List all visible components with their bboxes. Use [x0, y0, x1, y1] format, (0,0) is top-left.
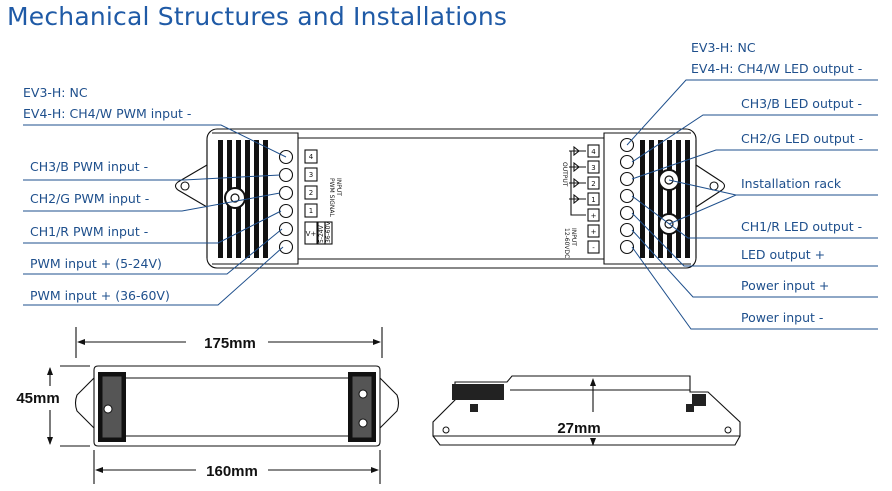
output-terminal-labels: 4 3 2 1 + + - — [569, 144, 600, 254]
dim-depth: 27mm — [557, 420, 600, 437]
input-caption: INPUT — [335, 178, 342, 196]
input-terminal-labels: 4 3 2 1 V+ 5-24V 36-60V — [304, 149, 333, 245]
output-terminal-4: 4 — [591, 148, 596, 156]
right-label-ev3h: EV3-H: NC — [691, 40, 756, 55]
input-terminal-1: 1 — [309, 207, 313, 215]
left-label-ch2: CH2/G PWM input - — [30, 191, 149, 206]
dim-inner-length: 160mm — [206, 463, 258, 480]
power-caption-range: 12-60VDC — [563, 228, 570, 258]
left-label-ch3: CH3/B PWM input - — [30, 159, 148, 174]
outline-side-view: 27mm — [432, 375, 741, 446]
right-label-ch2: CH2/G LED output - — [741, 131, 863, 146]
outline-top-view: 175mm 45mm 160mm — [16, 327, 400, 484]
left-callouts: EV3-H: NC EV4-H: CH4/W PWM input - CH3/B… — [23, 85, 287, 306]
power-terminal-plus: + — [591, 228, 597, 236]
power-caption: INPUT — [570, 228, 577, 246]
dim-height: 45mm — [16, 390, 59, 407]
output-caption: OUTPUT — [561, 162, 568, 187]
input-tag-5-24v: 5-24V — [318, 224, 325, 243]
right-label-led-plus: LED output + — [741, 247, 825, 262]
left-label-ch1: CH1/R PWM input - — [30, 224, 148, 239]
output-terminal-plus: + — [591, 212, 597, 220]
right-label-ch1: CH1/R LED output - — [741, 219, 862, 234]
input-terminal-4: 4 — [309, 153, 314, 161]
input-terminal-vplus: V+ — [306, 230, 317, 238]
input-terminal-3: 3 — [309, 171, 313, 179]
device-top-view: 4 3 2 1 V+ 5-24V 36-60V INPUT PWM SIGNAL — [174, 128, 726, 269]
input-terminal-screws — [278, 149, 294, 255]
right-heat-ribs — [640, 140, 690, 258]
right-label-rack: Installation rack — [741, 176, 842, 191]
left-label-ev3h: EV3-H: NC — [23, 85, 88, 100]
input-terminal-2: 2 — [309, 189, 313, 197]
output-terminal-1: 1 — [591, 196, 595, 204]
output-terminal-screws — [619, 137, 635, 255]
output-terminal-3: 3 — [591, 164, 595, 172]
right-callouts: EV3-H: NC EV4-H: CH4/W LED output - CH3/… — [626, 40, 878, 330]
left-label-pwm-high: PWM input + (36-60V) — [30, 288, 170, 303]
page-title: Mechanical Structures and Installations — [7, 2, 508, 31]
right-label-power-minus: Power input - — [741, 310, 823, 325]
power-terminal-minus: - — [592, 244, 595, 252]
input-tag-36-60v: 36-60V — [325, 221, 332, 243]
output-terminal-2: 2 — [591, 180, 595, 188]
right-label-ev4h: EV4-H: CH4/W LED output - — [691, 61, 862, 76]
right-label-ch3: CH3/B LED output - — [741, 96, 862, 111]
right-label-power-plus: Power input + — [741, 278, 829, 293]
input-caption-pwm: PWM SIGNAL — [328, 178, 335, 217]
dim-length: 175mm — [204, 335, 256, 352]
left-label-pwm-low: PWM input + (5-24V) — [30, 256, 162, 271]
left-label-ev4h: EV4-H: CH4/W PWM input - — [23, 106, 191, 121]
